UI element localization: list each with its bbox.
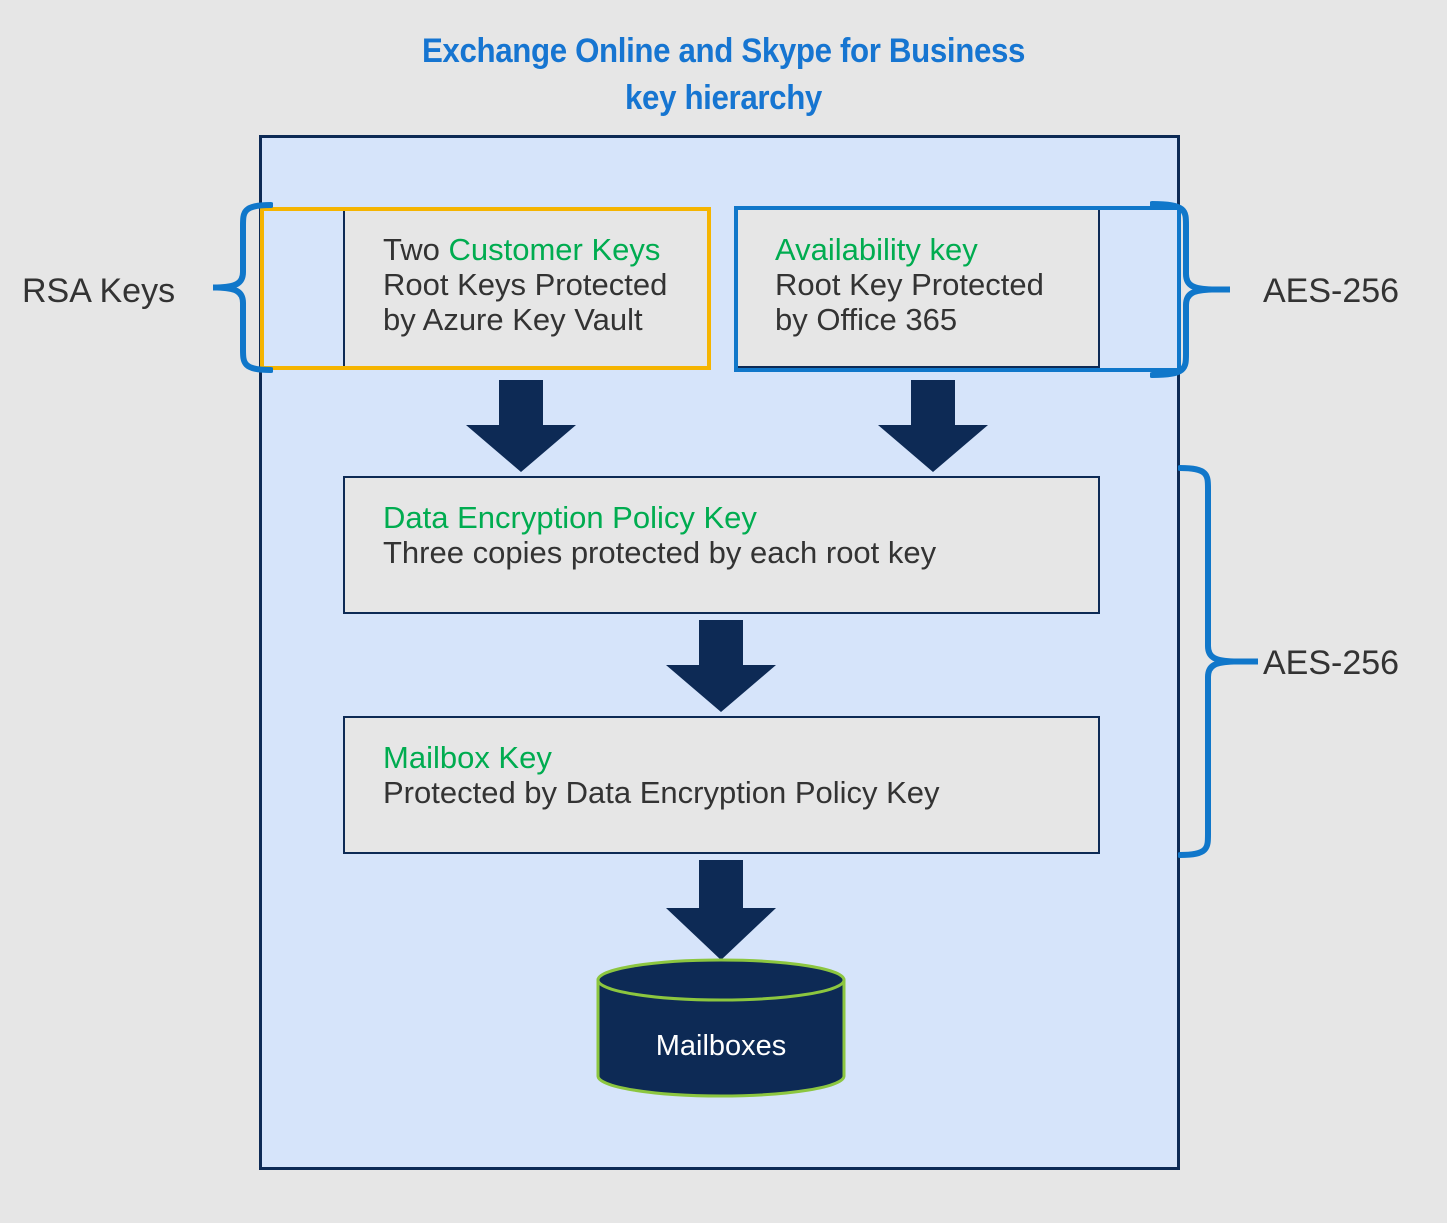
arrow-down-icon-availability-to-depk [878,380,988,472]
customer-keys-line-2: Root Keys Protected [383,267,668,302]
mailbox-key-line-2: Protected by Data Encryption Policy Key [383,775,940,810]
box-availability-key: Availability key Root Key Protected by O… [735,208,1100,368]
arrow-down-icon-customer-to-depk [466,380,576,472]
annotation-aes-256-bottom: AES-256 [1263,644,1400,682]
box-customer-keys: Two Customer Keys Root Keys Protected by… [343,208,710,368]
arrow-down-icon-depk-to-mailbox-key [666,620,776,712]
annotation-aes-256-top: AES-256 [1263,272,1400,310]
curly-brace-right-icon-aes-bottom [1178,465,1258,858]
curly-brace-right-icon-aes-top [1150,201,1230,378]
annotation-rsa-keys: RSA Keys [22,272,176,310]
arrow-down-icon-mailbox-key-to-mailboxes [666,860,776,960]
depk-line-1: Data Encryption Policy Key [383,500,757,535]
customer-keys-line-1-prefix: Two [383,232,449,267]
highlight-frame-availability-key [734,206,1181,372]
highlight-frame-customer-keys [260,207,711,370]
availability-key-line-1: Availability key [775,232,978,267]
customer-keys-line-3: by Azure Key Vault [383,302,643,337]
depk-line-2: Three copies protected by each root key [383,535,937,570]
curly-brace-left-icon-rsa-keys [213,202,273,373]
customer-keys-line-1-accent: Customer Keys [448,232,661,267]
box-mailbox-key: Mailbox Key Protected by Data Encryption… [343,716,1100,854]
box-data-encryption-policy-key: Data Encryption Policy Key Three copies … [343,476,1100,614]
availability-key-line-2: Root Key Protected [775,267,1044,302]
page-title: Exchange Online and Skype for Business k… [421,32,1026,117]
availability-key-line-3: by Office 365 [775,302,958,337]
database-cylinder-icon-mailboxes [596,958,846,1098]
customer-keys-line-1: Two Customer Keys [383,232,708,267]
mailbox-key-line-1: Mailbox Key [383,740,552,775]
